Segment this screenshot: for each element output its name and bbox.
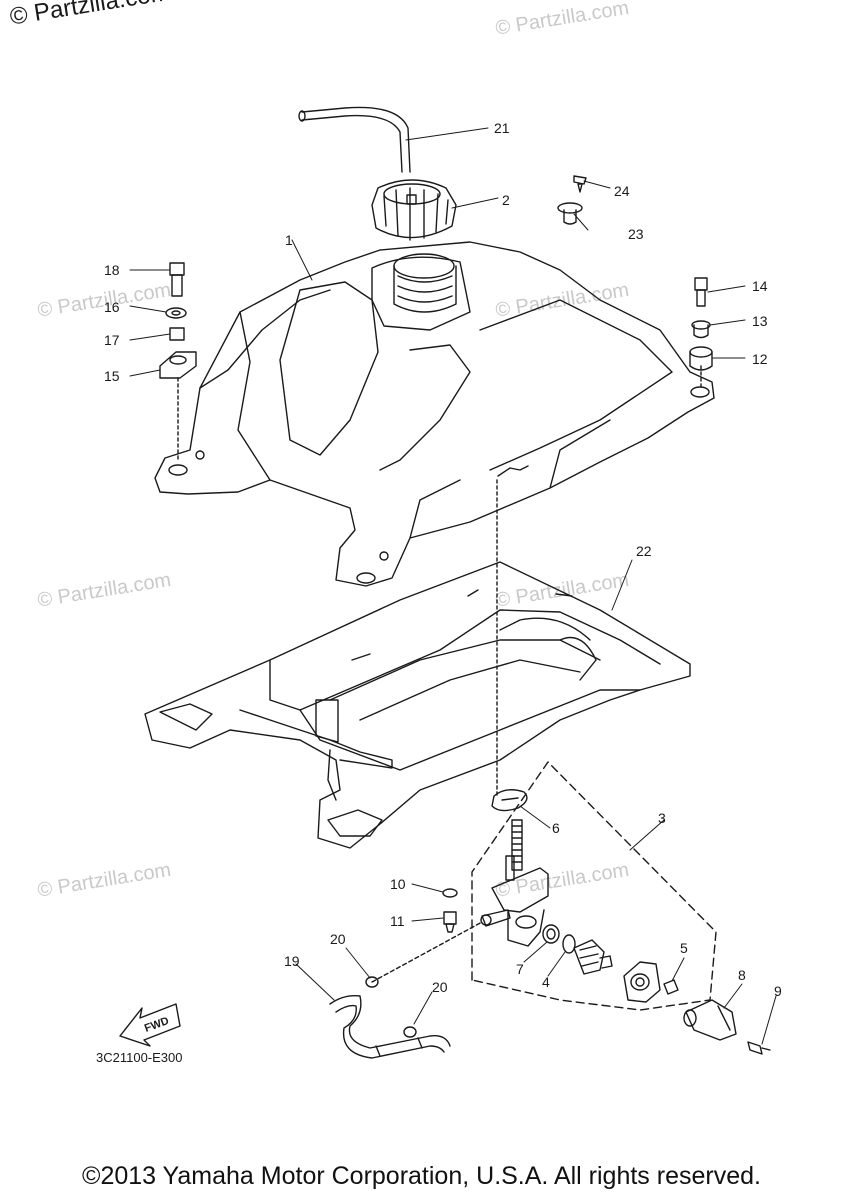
callout-20: 20 (330, 931, 346, 947)
callout-9: 9 (774, 983, 782, 999)
copyright-notice: ©2013 Yamaha Motor Corporation, U.S.A. A… (82, 1162, 761, 1190)
tank-tray-part (144, 561, 691, 849)
knob-part (683, 999, 737, 1041)
washer-part (442, 888, 458, 898)
callout-2: 2 (502, 192, 510, 208)
fuel-cap-part (371, 179, 457, 241)
callout-21: 21 (494, 120, 510, 136)
knob-screw-part (747, 1041, 771, 1055)
grommet-part (557, 202, 583, 225)
damper-part (689, 346, 713, 371)
washer-part (165, 307, 187, 319)
bolt-part (694, 277, 708, 307)
callout-11: 11 (390, 913, 405, 929)
fuel-cock-body-part (480, 819, 549, 947)
callout-8: 8 (738, 967, 746, 983)
callout-13: 13 (752, 313, 768, 329)
callout-12: 12 (752, 351, 768, 367)
callout-15: 15 (104, 368, 120, 384)
callout-7: 7 (516, 961, 524, 977)
callout-6: 6 (552, 820, 560, 836)
fuel-hose-part (329, 994, 451, 1059)
callout-4: 4 (542, 974, 550, 990)
vent-hose-part (298, 106, 411, 173)
lever-shaft-part (573, 939, 613, 975)
callout-18: 18 (104, 262, 120, 278)
callout-24: 24 (614, 183, 630, 199)
callout-3: 3 (658, 810, 666, 826)
hose-clamp-part (365, 976, 379, 988)
callout-22: 22 (636, 543, 652, 559)
callout-5: 5 (680, 940, 688, 956)
cover-plate-part (623, 961, 679, 1003)
o-ring-part (562, 934, 576, 954)
callout-19: 19 (284, 953, 300, 969)
callout-20b: 20 (432, 979, 448, 995)
seal-part (542, 924, 560, 944)
callout-23: 23 (628, 226, 644, 242)
callout-16: 16 (104, 299, 120, 315)
screw-part (443, 911, 457, 933)
gasket-part (491, 789, 528, 812)
diagram-code: 3C21100-E300 (96, 1050, 183, 1065)
callout-10: 10 (390, 876, 406, 892)
screw-part (573, 175, 587, 193)
callout-14: 14 (752, 278, 768, 294)
collar-part (169, 327, 185, 341)
collar-part (691, 320, 711, 339)
bolt-part (169, 262, 185, 297)
forward-arrow-icon (119, 1003, 181, 1047)
fuel-tank-part (154, 241, 715, 587)
callout-1: 1 (285, 232, 293, 248)
damper-part (159, 351, 197, 379)
callout-17: 17 (104, 332, 120, 348)
hose-clamp-part (403, 1026, 417, 1038)
